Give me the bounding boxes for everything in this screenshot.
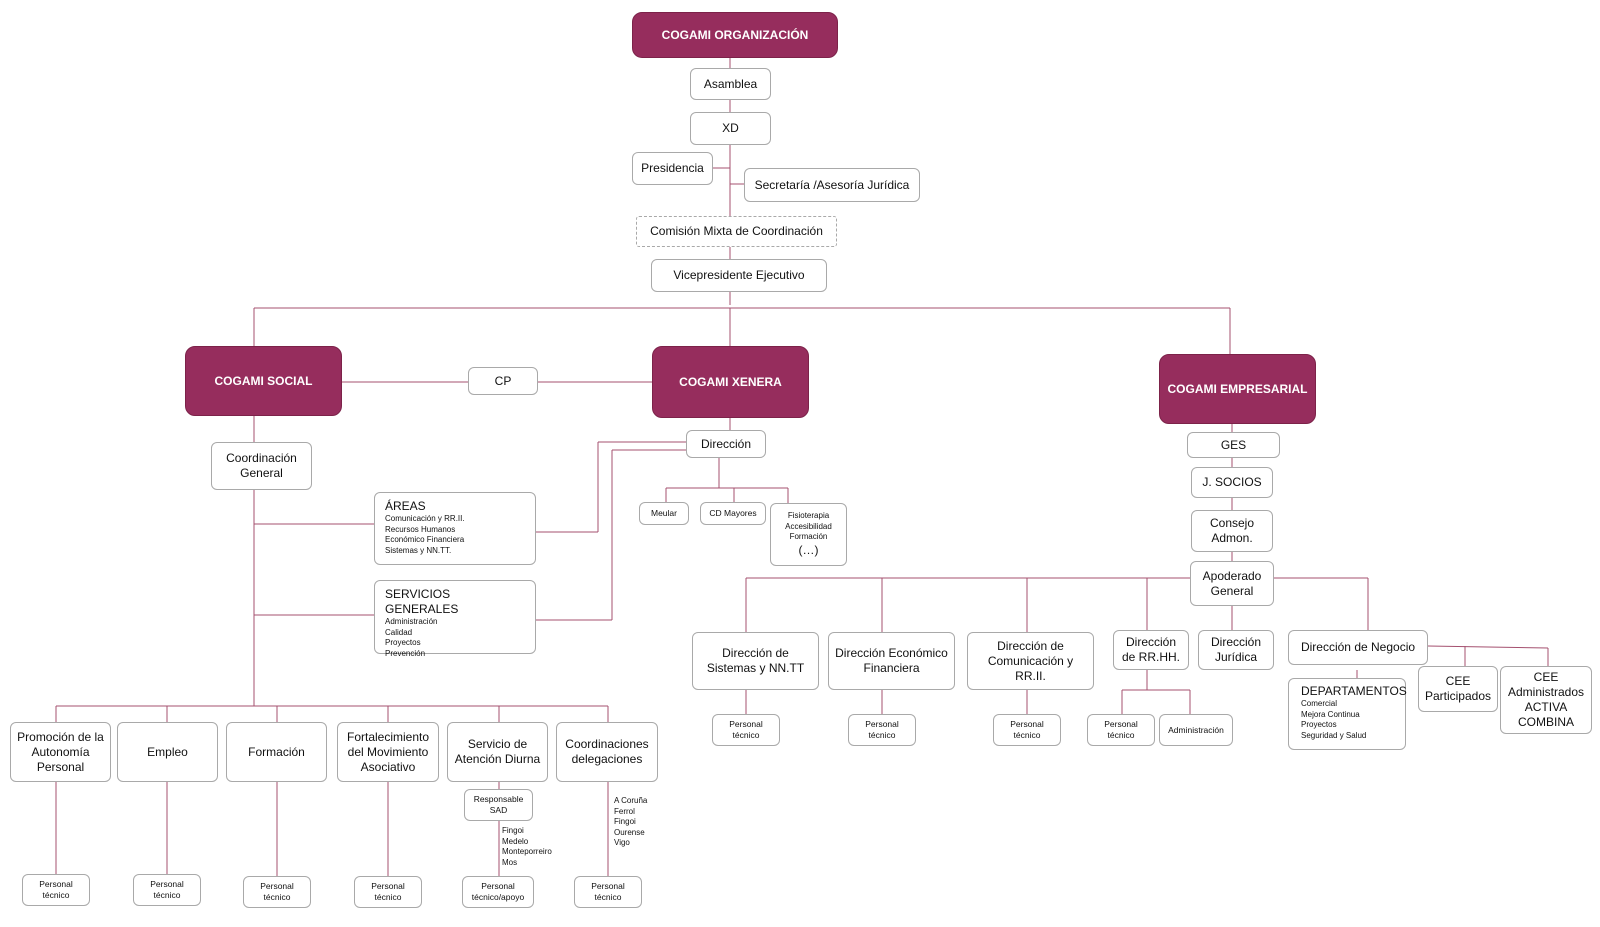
list-item: Vigo — [614, 838, 630, 847]
sad-centers-list: Fingoi Medelo Monteporreiro Mos — [502, 826, 552, 868]
list-item: Monteporreiro — [502, 847, 552, 856]
cogami-xenera-node[interactable]: COGAMI XENERA — [652, 346, 809, 418]
list-item: Fingoi — [614, 817, 636, 826]
cp-node[interactable]: CP — [468, 367, 538, 395]
unit-formacion[interactable]: Formación — [226, 722, 327, 782]
unit-promocion[interactable]: Promoción de la Autonomía Personal — [10, 722, 111, 782]
dir-negocio-node[interactable]: Dirección de Negocio — [1288, 630, 1428, 665]
staff-economico[interactable]: Personal técnico — [848, 714, 916, 746]
dir-rrhh-node[interactable]: Dirección de RR.HH. — [1113, 630, 1189, 670]
administracion-node[interactable]: Administración — [1159, 714, 1233, 746]
list-item: Proyectos — [385, 638, 421, 647]
dir-juridica-node[interactable]: Dirección Jurídica — [1198, 630, 1274, 670]
unit-servicio-atencion-diurna[interactable]: Servicio de Atención Diurna — [447, 722, 548, 782]
apoderado-node[interactable]: Apoderado General — [1190, 561, 1274, 606]
cd-mayores-node[interactable]: CD Mayores — [700, 502, 766, 525]
areas-title: ÁREAS — [385, 499, 426, 513]
xenera-services-node[interactable]: Fisioterapia Accesibilidad Formación (…) — [770, 503, 847, 566]
unit-fortalecimiento[interactable]: Fortalecimiento del Movimiento Asociativ… — [337, 722, 439, 782]
list-item: Comunicación y RR.II. — [385, 514, 465, 523]
list-item: A Coruña — [614, 796, 648, 805]
list-item: Comercial — [1301, 699, 1338, 708]
list-item: Prevención — [385, 648, 426, 658]
staff-promocion[interactable]: Personal técnico — [22, 874, 90, 906]
list-item: Proyectos — [1301, 720, 1337, 729]
staff-fortalecimiento[interactable]: Personal técnico — [354, 876, 422, 908]
dir-sistemas-node[interactable]: Dirección de Sistemas y NN.TT — [692, 632, 819, 690]
cogami-social-node[interactable]: COGAMI SOCIAL — [185, 346, 342, 416]
comision-mixta-node[interactable]: Comisión Mixta de Coordinación — [636, 216, 837, 247]
unit-coordinaciones-delegaciones[interactable]: Coordinaciones delegaciones — [556, 722, 658, 782]
list-item: Sistemas y NN.TT. — [385, 545, 452, 555]
dir-comunicacion-node[interactable]: Dirección de Comunicación y RR.II. — [967, 632, 1094, 690]
staff-comunicacion[interactable]: Personal técnico — [993, 714, 1061, 746]
list-item: Ferrol — [614, 806, 635, 816]
delegaciones-list: A Coruña Ferrol Fingoi Ourense Vigo — [614, 796, 647, 849]
list-item: Ourense — [614, 827, 645, 837]
list-item: Fingoi — [502, 826, 524, 835]
list-item: Medelo — [502, 836, 529, 846]
cogami-empresarial-node[interactable]: COGAMI EMPRESARIAL — [1159, 354, 1316, 424]
list-item: Mos — [502, 857, 518, 867]
areas-node[interactable]: ÁREAS Comunicación y RR.II. Recursos Hum… — [374, 492, 536, 565]
vicepresidente-node[interactable]: Vicepresidente Ejecutivo — [651, 259, 827, 292]
list-item: Calidad — [385, 627, 413, 637]
staff-sistemas[interactable]: Personal técnico — [712, 714, 780, 746]
areas-list: Comunicación y RR.II. Recursos Humanos E… — [385, 514, 465, 556]
list-item: Recursos Humanos — [385, 524, 456, 534]
departamentos-node[interactable]: DEPARTAMENTOS Comercial Mejora Continua … — [1288, 678, 1407, 750]
secretaria-node[interactable]: Secretaría /Asesoría Jurídica — [744, 168, 920, 202]
list-item: Formación — [789, 532, 828, 542]
staff-empleo[interactable]: Personal técnico — [133, 874, 201, 906]
list-item: Fisioterapia — [787, 511, 830, 521]
list-item: Accesibilidad — [785, 521, 832, 531]
list-item: (…) — [798, 542, 819, 557]
responsable-sad-node[interactable]: Responsable SAD — [464, 789, 533, 821]
servicios-title: SERVICIOS GENERALES — [385, 587, 459, 616]
servicios-list: Administración Calidad Proyectos Prevenc… — [385, 617, 437, 659]
asamblea-node[interactable]: Asamblea — [690, 68, 771, 100]
cee-administrados-node[interactable]: CEE Administrados ACTIVA COMBINA — [1500, 666, 1592, 734]
list-item: Mejora Continua — [1301, 709, 1360, 719]
consejo-node[interactable]: Consejo Admon. — [1191, 510, 1273, 552]
coordinacion-general-node[interactable]: Coordinación General — [211, 442, 312, 490]
staff-servicio-atencion[interactable]: Personal técnico/apoyo — [462, 876, 534, 908]
meular-node[interactable]: Meular — [639, 502, 689, 525]
cee-participados-node[interactable]: CEE Participados — [1418, 666, 1498, 712]
xenera-direccion-node[interactable]: Dirección — [686, 430, 766, 458]
list-item: Económico Financiera — [385, 535, 465, 544]
socios-node[interactable]: J. SOCIOS — [1191, 467, 1273, 498]
servicios-generales-node[interactable]: SERVICIOS GENERALES Administración Calid… — [374, 580, 536, 658]
staff-formacion[interactable]: Personal técnico — [243, 876, 311, 908]
xd-node[interactable]: XD — [690, 112, 771, 145]
staff-rrhh[interactable]: Personal técnico — [1087, 714, 1155, 746]
presidencia-node[interactable]: Presidencia — [632, 152, 713, 185]
list-item: Administración — [385, 617, 438, 626]
ges-node[interactable]: GES — [1187, 432, 1280, 458]
list-item: Seguridad y Salud — [1301, 730, 1367, 740]
staff-coordinaciones[interactable]: Personal técnico — [574, 876, 642, 908]
departamentos-list: Comercial Mejora Continua Proyectos Segu… — [1301, 699, 1366, 741]
departamentos-title: DEPARTAMENTOS — [1301, 684, 1407, 698]
root-node[interactable]: COGAMI ORGANIZACIÓN — [632, 12, 838, 58]
dir-economico-node[interactable]: Dirección Económico Financiera — [828, 632, 955, 690]
unit-empleo[interactable]: Empleo — [117, 722, 218, 782]
